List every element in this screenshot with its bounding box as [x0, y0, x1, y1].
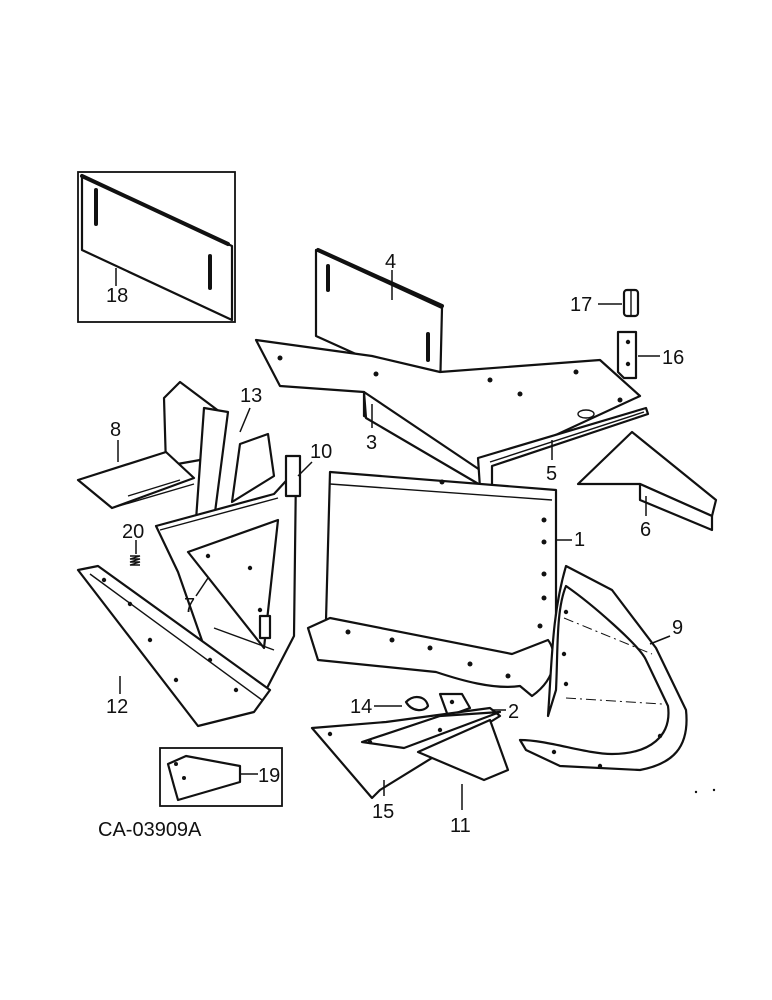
label-part-5: 5: [546, 463, 557, 485]
label-part-4: 4: [385, 251, 396, 273]
part-1-main-panel: [306, 470, 572, 698]
part-15-11-lower-assembly: [310, 706, 510, 810]
label-part-9: 9: [672, 617, 683, 639]
part-19-inset: [159, 747, 283, 807]
label-part-15: 15: [372, 801, 394, 823]
part-6-bracket: [576, 430, 718, 532]
part-18-inset: [77, 171, 236, 323]
label-part-1: 1: [574, 529, 585, 551]
part-14-2-hardware: [374, 692, 506, 718]
label-part-14: 14: [350, 696, 372, 718]
label-part-12: 12: [106, 696, 128, 718]
label-part-7: 7: [184, 595, 195, 617]
label-part-10: 10: [310, 441, 332, 463]
part-3-top-tray: [254, 338, 642, 488]
part-16-17-clips: [598, 288, 660, 380]
part-12-side-plate: [76, 564, 272, 728]
part-13-frame: [154, 406, 313, 692]
label-part-3: 3: [366, 432, 377, 454]
label-part-20: 20: [122, 521, 144, 543]
label-part-16: 16: [662, 347, 684, 369]
label-part-11: 11: [450, 815, 471, 837]
label-part-19: 19: [258, 765, 280, 787]
part-9-curved-side: [518, 564, 688, 772]
label-part-18: 18: [106, 285, 128, 307]
label-part-6: 6: [640, 519, 651, 541]
part-20-spring: [129, 540, 141, 566]
drawing-code: CA-03909A: [98, 819, 202, 841]
label-part-8: 8: [110, 419, 121, 441]
label-part-17: 17: [570, 294, 592, 316]
label-part-2: 2: [508, 701, 519, 723]
label-part-13: 13: [240, 385, 262, 407]
